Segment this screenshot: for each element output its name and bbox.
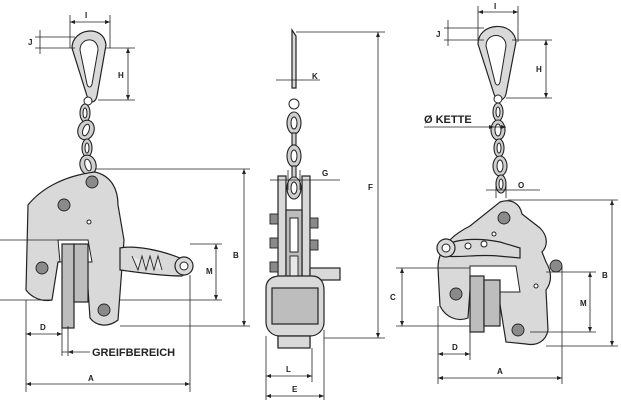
dim-H: H xyxy=(98,47,135,101)
spring xyxy=(131,254,163,272)
dim-J-label: J xyxy=(436,30,440,39)
lifting-eye-opening xyxy=(485,35,507,86)
chain xyxy=(77,103,97,176)
dim-K: K xyxy=(276,72,320,88)
dim-H-label: H xyxy=(118,71,124,80)
dim-M: M xyxy=(530,271,596,333)
bolt xyxy=(497,211,511,225)
bolt xyxy=(57,198,71,212)
dim-B-label: B xyxy=(233,251,239,260)
dim-F: F xyxy=(296,31,385,339)
lifting-eye-opening xyxy=(79,39,99,88)
dim-K-label: K xyxy=(312,72,318,81)
dim-I-label: I xyxy=(85,11,87,20)
dim-B-label: B xyxy=(602,271,608,280)
nut xyxy=(269,237,279,249)
dim-C-label: C xyxy=(390,293,396,302)
dim-M-label: M xyxy=(580,299,587,308)
dim-E-label: E xyxy=(292,385,298,394)
dim-A-label: A xyxy=(497,367,503,376)
lever-arm xyxy=(443,238,521,259)
eye-side xyxy=(291,28,297,89)
dim-I: I xyxy=(69,11,111,48)
front-view: I J H B xyxy=(0,11,250,392)
dim-H: H xyxy=(506,39,552,99)
dim-A-label: A xyxy=(88,374,94,383)
dim-E: E xyxy=(265,330,325,400)
dim-J: J xyxy=(28,30,75,54)
nut xyxy=(269,213,279,225)
dim-M: M xyxy=(120,243,222,301)
rivet xyxy=(533,283,539,289)
bottom-plate xyxy=(277,335,311,349)
grip-pad xyxy=(483,279,501,327)
dim-C: C xyxy=(390,267,470,327)
bolt xyxy=(85,175,99,189)
dim-J: J xyxy=(436,20,484,46)
dim-B: B xyxy=(508,199,618,347)
fixed-jaw xyxy=(469,275,485,333)
dim-D: D xyxy=(437,306,471,384)
dim-G-label: G xyxy=(322,169,328,178)
spring-side xyxy=(289,255,299,279)
dim-A: A xyxy=(26,275,191,392)
open-view: I J H Ø KETTE O xyxy=(390,2,618,384)
nut xyxy=(309,239,319,251)
dim-F-label: F xyxy=(368,183,373,192)
chain-side xyxy=(286,111,302,200)
dim-M-label: M xyxy=(206,267,213,276)
dim-greifbereich: GREIFBEREICH xyxy=(62,326,175,359)
cam-pin xyxy=(480,240,488,248)
dim-I: I xyxy=(477,2,519,42)
rivet xyxy=(491,231,497,237)
dim-B: B xyxy=(95,168,250,327)
dim-L-label: L xyxy=(286,365,291,374)
jaw-inner xyxy=(271,287,319,325)
bolt xyxy=(511,323,525,337)
dim-O: O xyxy=(486,181,540,198)
dim-J-label: J xyxy=(28,38,32,47)
lever-knob-hole xyxy=(179,261,189,271)
cam-pin xyxy=(464,242,472,250)
nut xyxy=(269,261,279,273)
dim-D: D xyxy=(25,300,63,392)
chain-diameter-callout: Ø KETTE xyxy=(424,114,506,129)
greifbereich-label: GREIFBEREICH xyxy=(92,347,175,359)
chain xyxy=(490,102,508,194)
dim-O-label: O xyxy=(518,181,524,190)
rivet xyxy=(86,219,92,225)
center-slot xyxy=(289,217,299,253)
lever-knob-hole xyxy=(441,243,451,253)
bolt xyxy=(449,287,463,301)
nut xyxy=(309,217,319,229)
dim-I-label: I xyxy=(494,2,496,11)
dim-D-label: D xyxy=(40,323,46,332)
bolt xyxy=(549,259,563,273)
dim-G: G xyxy=(270,169,340,190)
eye-pin-side xyxy=(288,98,300,110)
bolt xyxy=(97,303,111,317)
dim-D-label: D xyxy=(452,343,458,352)
fixed-jaw xyxy=(61,243,75,329)
bolt xyxy=(35,261,49,275)
eye-pin xyxy=(493,94,503,104)
dim-H-label: H xyxy=(536,65,542,74)
dim-A: A xyxy=(438,266,563,384)
dim-L: L xyxy=(265,336,313,382)
chain-diameter-label: Ø KETTE xyxy=(424,114,472,126)
side-view: K F G L xyxy=(265,28,385,400)
grip-pad xyxy=(73,243,89,303)
